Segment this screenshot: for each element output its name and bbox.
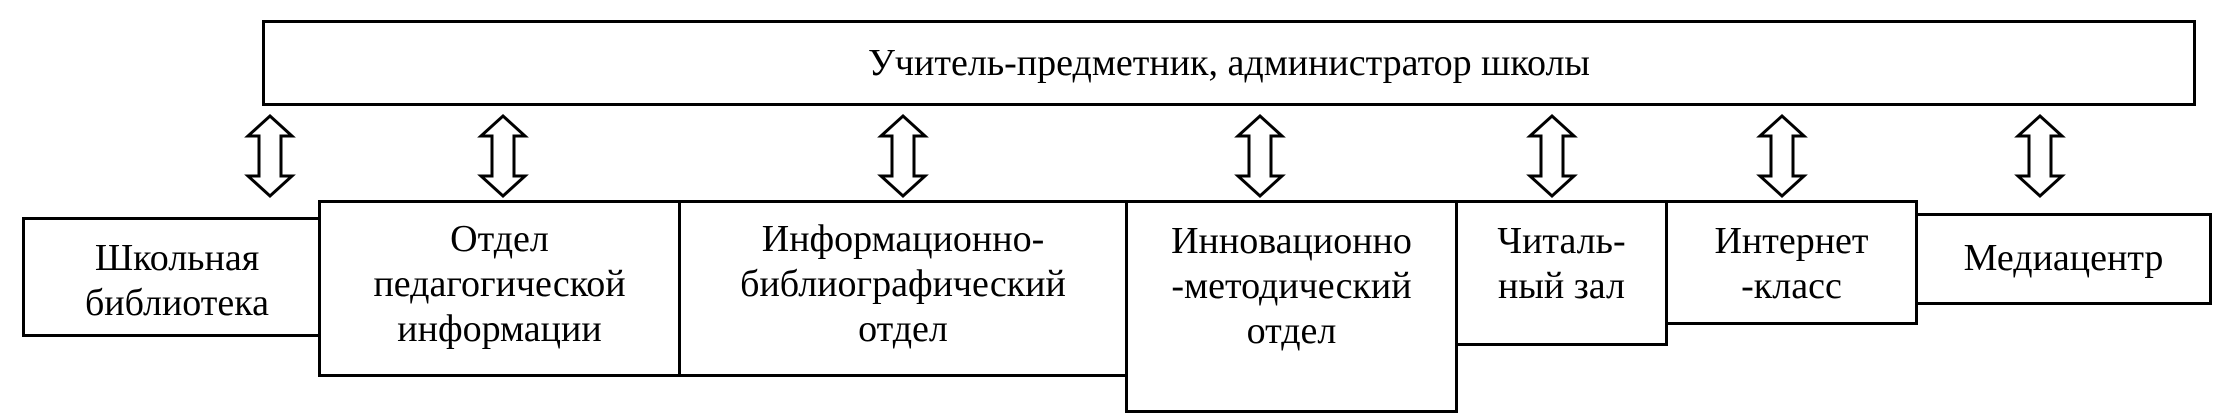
dept-internet-class-line-2: -класс [1741,265,1842,307]
arrow-icon-school-library [244,113,296,199]
dept-reading-room-line-1: Читаль- [1497,220,1626,262]
arrow-icon-info-bibliographic [877,113,929,199]
dept-internet-class: Интернет -класс [1665,200,1918,325]
dept-info-bib-line-1: Информационно- [761,218,1045,260]
dept-innovation-line-2: -методический [1171,265,1412,307]
dept-mediacenter-line-1: Медиацентр [1963,237,2164,279]
dept-school-library-line-2: библиотека [84,282,270,324]
dept-pedagogical-information: Отдел педагогической информации [318,200,681,377]
dept-innovation-line-1: Инновационно [1171,220,1412,262]
arrow-icon-internet-class [1756,113,1808,199]
dept-ped-info: Медиацентр [1915,213,2212,305]
dept-reading-room-line-2: ный зал [1498,265,1625,307]
top-role-label: Учитель-предметник, администратор школы [868,42,1590,84]
top-role-box: Учитель-предметник, администратор школы [262,20,2196,106]
arrow-icon-mediacenter [2014,113,2066,199]
arrow-icon-pedagogical-information [477,113,529,199]
dept-internet-class-line-1: Интернет [1714,220,1869,262]
dept-school-library: Школьная библиотека [22,217,332,337]
dept-reading-room: Читаль- ный зал [1455,200,1668,346]
dept-innovation-line-3: отдел [1246,310,1337,352]
dept-info-bibliographic: Информационно- библиографический отдел [678,200,1128,377]
dept-info-bib-line-3: отдел [858,308,948,350]
dept-ped-info-line-1: Отдел [450,218,549,260]
dept-info-bib-line-2: библиографический [740,263,1066,305]
dept-innovation-methodical: Инновационно -методический отдел [1125,200,1458,413]
dept-school-library-line-1: Школьная [94,237,260,279]
dept-ped-info-line-3: информации [397,308,602,350]
arrow-icon-innovation-methodical [1234,113,1286,199]
arrow-icon-reading-room [1526,113,1578,199]
dept-ped-info-line-2: педагогической [373,263,626,305]
